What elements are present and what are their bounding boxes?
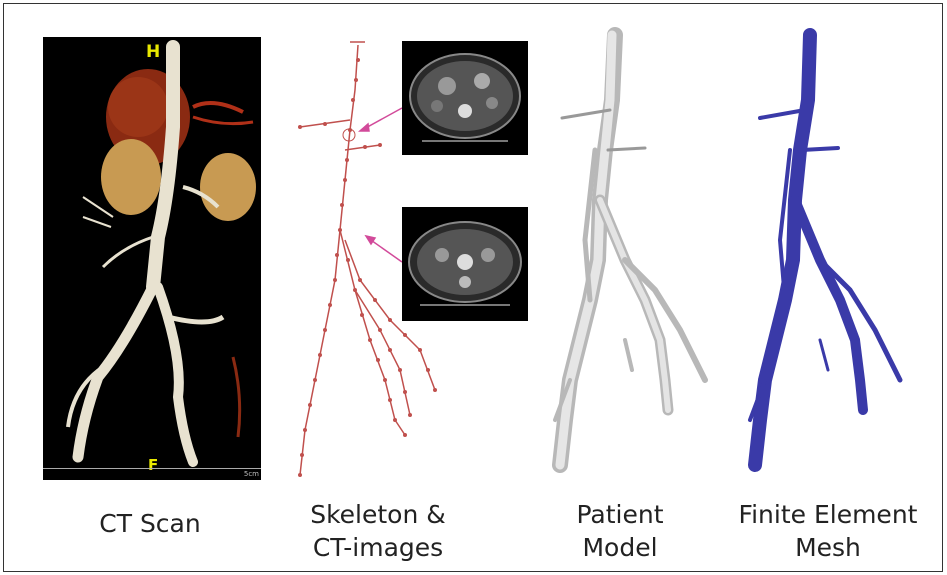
pointer-arrows (360, 108, 402, 262)
caption-patient-line1: Patient (545, 498, 695, 531)
caption-patient-line2: Model (545, 531, 695, 564)
caption-mesh-line1: Finite Element (718, 498, 938, 531)
caption-fe-mesh: Finite Element Mesh (718, 498, 938, 564)
ct-slice-upper (402, 41, 528, 155)
ct-slice-lower (402, 207, 528, 321)
caption-mesh-line2: Mesh (718, 531, 938, 564)
fe-mesh (750, 35, 900, 465)
caption-skeleton: Skeleton & CT-images (278, 498, 478, 564)
patient-model (555, 35, 705, 465)
caption-ct-scan: CT Scan (55, 507, 245, 540)
caption-skeleton-line1: Skeleton & (278, 498, 478, 531)
caption-patient-model: Patient Model (545, 498, 695, 564)
caption-ct-scan-text: CT Scan (55, 507, 245, 540)
caption-skeleton-line2: CT-images (278, 531, 478, 564)
